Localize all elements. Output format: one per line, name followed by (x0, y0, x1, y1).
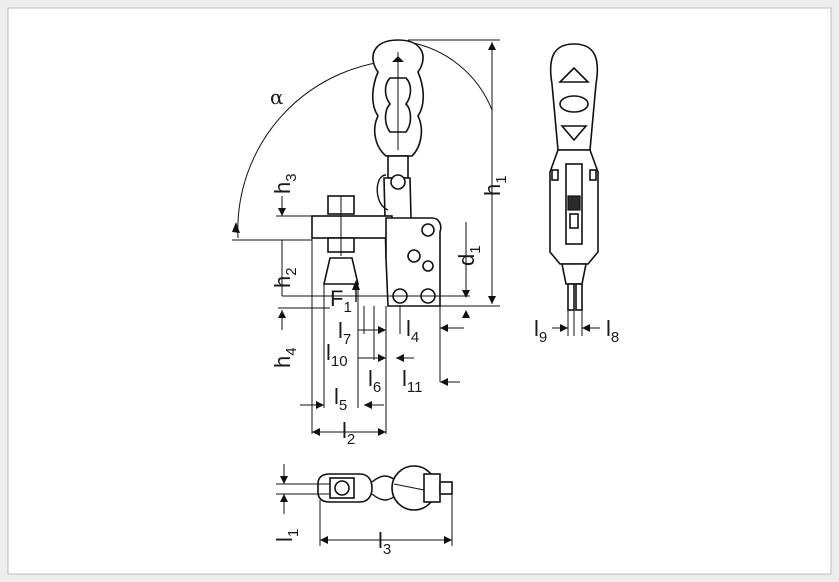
label-l2: l2 (342, 418, 355, 448)
front-handle-mark-bottom (560, 125, 588, 142)
front-pin-right (589, 169, 597, 181)
dim-l2-arrow-left (312, 428, 320, 436)
side-view (232, 39, 500, 436)
dim-l6-arrow (364, 401, 372, 409)
clamp-bar (311, 215, 393, 239)
top-spindle (334, 480, 350, 496)
dim-h1-arrow-bottom (488, 296, 496, 304)
svg-text:h2: h2 (270, 267, 300, 288)
label-l7: l7 (338, 318, 351, 348)
front-leg-left (567, 283, 575, 311)
label-l5: l5 (334, 384, 347, 414)
base-hole-1 (421, 223, 435, 237)
front-nut (567, 195, 581, 211)
pressure-tip (322, 257, 360, 285)
dim-l11-arrow-left (396, 354, 404, 362)
dim-d1-arrow (462, 290, 470, 298)
dim-l4-arrow (440, 324, 448, 332)
dim-l3-arrow-right (444, 536, 452, 544)
dim-l7-arrow (378, 326, 386, 334)
label-l3: l3 (378, 528, 391, 558)
top-base (423, 473, 441, 503)
front-view (549, 43, 600, 336)
dim-l9-arrow (560, 324, 568, 332)
front-tip (561, 263, 587, 285)
base-hole-3 (422, 260, 434, 272)
svg-text:d1: d1 (454, 245, 484, 266)
svg-text:h4: h4 (270, 347, 300, 368)
dim-h1-arrow-top (488, 42, 496, 50)
label-h2: h2 (270, 267, 300, 288)
linkage-hook (376, 174, 389, 211)
svg-text:l1: l1 (272, 529, 302, 542)
label-l8: l8 (606, 316, 619, 346)
dim-l2-arrow-right (378, 428, 386, 436)
handle-mark (392, 56, 404, 62)
dim-l8-arrow (582, 324, 590, 332)
alpha-arrow-left (232, 222, 240, 233)
dim-l10-arrow (378, 354, 386, 362)
front-leg-right (575, 283, 583, 311)
handle-swing-arc (407, 41, 493, 111)
front-handle-mark-top (558, 66, 590, 83)
top-view (276, 464, 453, 546)
label-alpha: α (270, 85, 284, 109)
label-l10: l10 (326, 340, 348, 370)
label-l4: l4 (406, 316, 419, 346)
label-l9: l9 (534, 316, 547, 346)
label-h3: h3 (270, 173, 300, 194)
dim-d1-arrow-2 (462, 310, 470, 318)
base-hole-2 (407, 249, 421, 263)
alpha-arc (237, 59, 403, 239)
dim-l1-arrow-top (280, 476, 288, 484)
dim-h3-arrow (278, 208, 286, 216)
front-clip (569, 213, 579, 229)
label-h1: h1 (480, 175, 510, 196)
label-l11: l11 (402, 366, 422, 396)
front-pin-left (551, 169, 559, 181)
arm-pivot-top (390, 174, 406, 190)
label-d1: d1 (454, 245, 484, 266)
svg-text:h3: h3 (270, 173, 300, 194)
front-handle-mark-middle (559, 95, 589, 113)
svg-text:h1: h1 (480, 175, 510, 196)
dim-l1-arrow-bottom (280, 494, 288, 502)
dim-l3-arrow-left (320, 536, 328, 544)
dim-l11-arrow-right (440, 378, 448, 386)
dim-l5-arrow (316, 401, 324, 409)
label-l6: l6 (368, 366, 381, 396)
top-base-tab (439, 481, 453, 495)
label-l1: l1 (272, 529, 302, 542)
dim-h4-arrow (278, 310, 286, 318)
label-F1: F1 (330, 286, 352, 316)
label-h4: h4 (270, 347, 300, 368)
